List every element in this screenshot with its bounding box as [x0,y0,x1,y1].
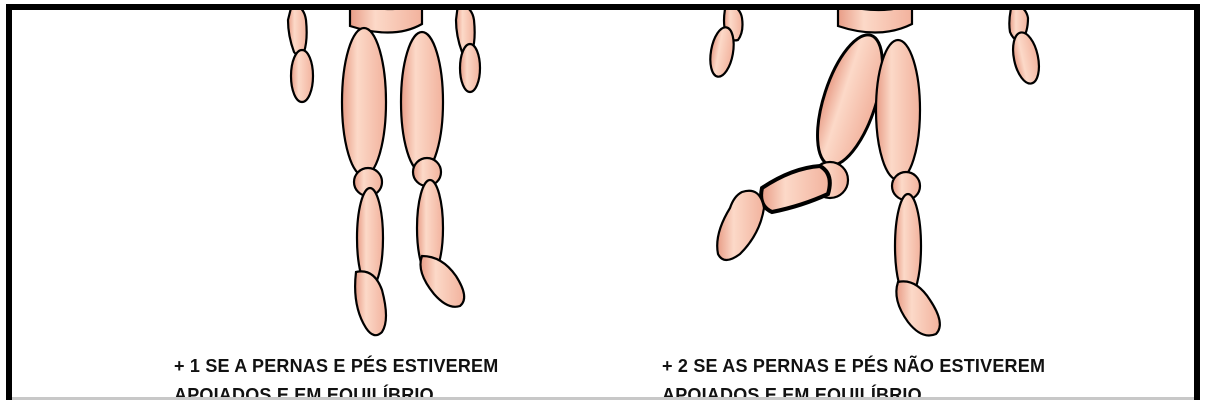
right-foot [421,256,465,307]
raised-shin [761,166,830,212]
left-hand [707,25,737,78]
raised-foot [717,191,764,260]
left-caption-line-1: + 1 SE A PERNAS E PÉS ESTIVEREM [174,352,498,381]
standing-thigh [876,40,920,180]
pelvis [838,10,912,33]
right-caption: + 2 SE AS PERNAS E PÉS NÃO ESTIVEREM APO… [662,352,1045,400]
left-forearm [288,10,307,56]
balanced-mannequin-legs-figure [274,10,504,350]
left-caption: + 1 SE A PERNAS E PÉS ESTIVEREM APOIADOS… [174,352,498,400]
right-hand [460,44,480,92]
right-thigh [401,32,443,172]
right-caption-line-2: APOIADOS E EM EQUILÍBRIO [662,381,1045,400]
standing-foot [896,281,939,335]
right-hand [1009,30,1043,86]
unbalanced-mannequin-legs-figure [702,10,1052,350]
left-foot [355,271,386,335]
image-frame: + 1 SE A PERNAS E PÉS ESTIVEREM APOIADOS… [6,4,1200,400]
left-caption-line-2: APOIADOS E EM EQUILÍBRIO [174,381,498,400]
left-thigh [342,28,386,176]
right-caption-line-1: + 2 SE AS PERNAS E PÉS NÃO ESTIVEREM [662,352,1045,381]
left-hand [291,50,313,102]
